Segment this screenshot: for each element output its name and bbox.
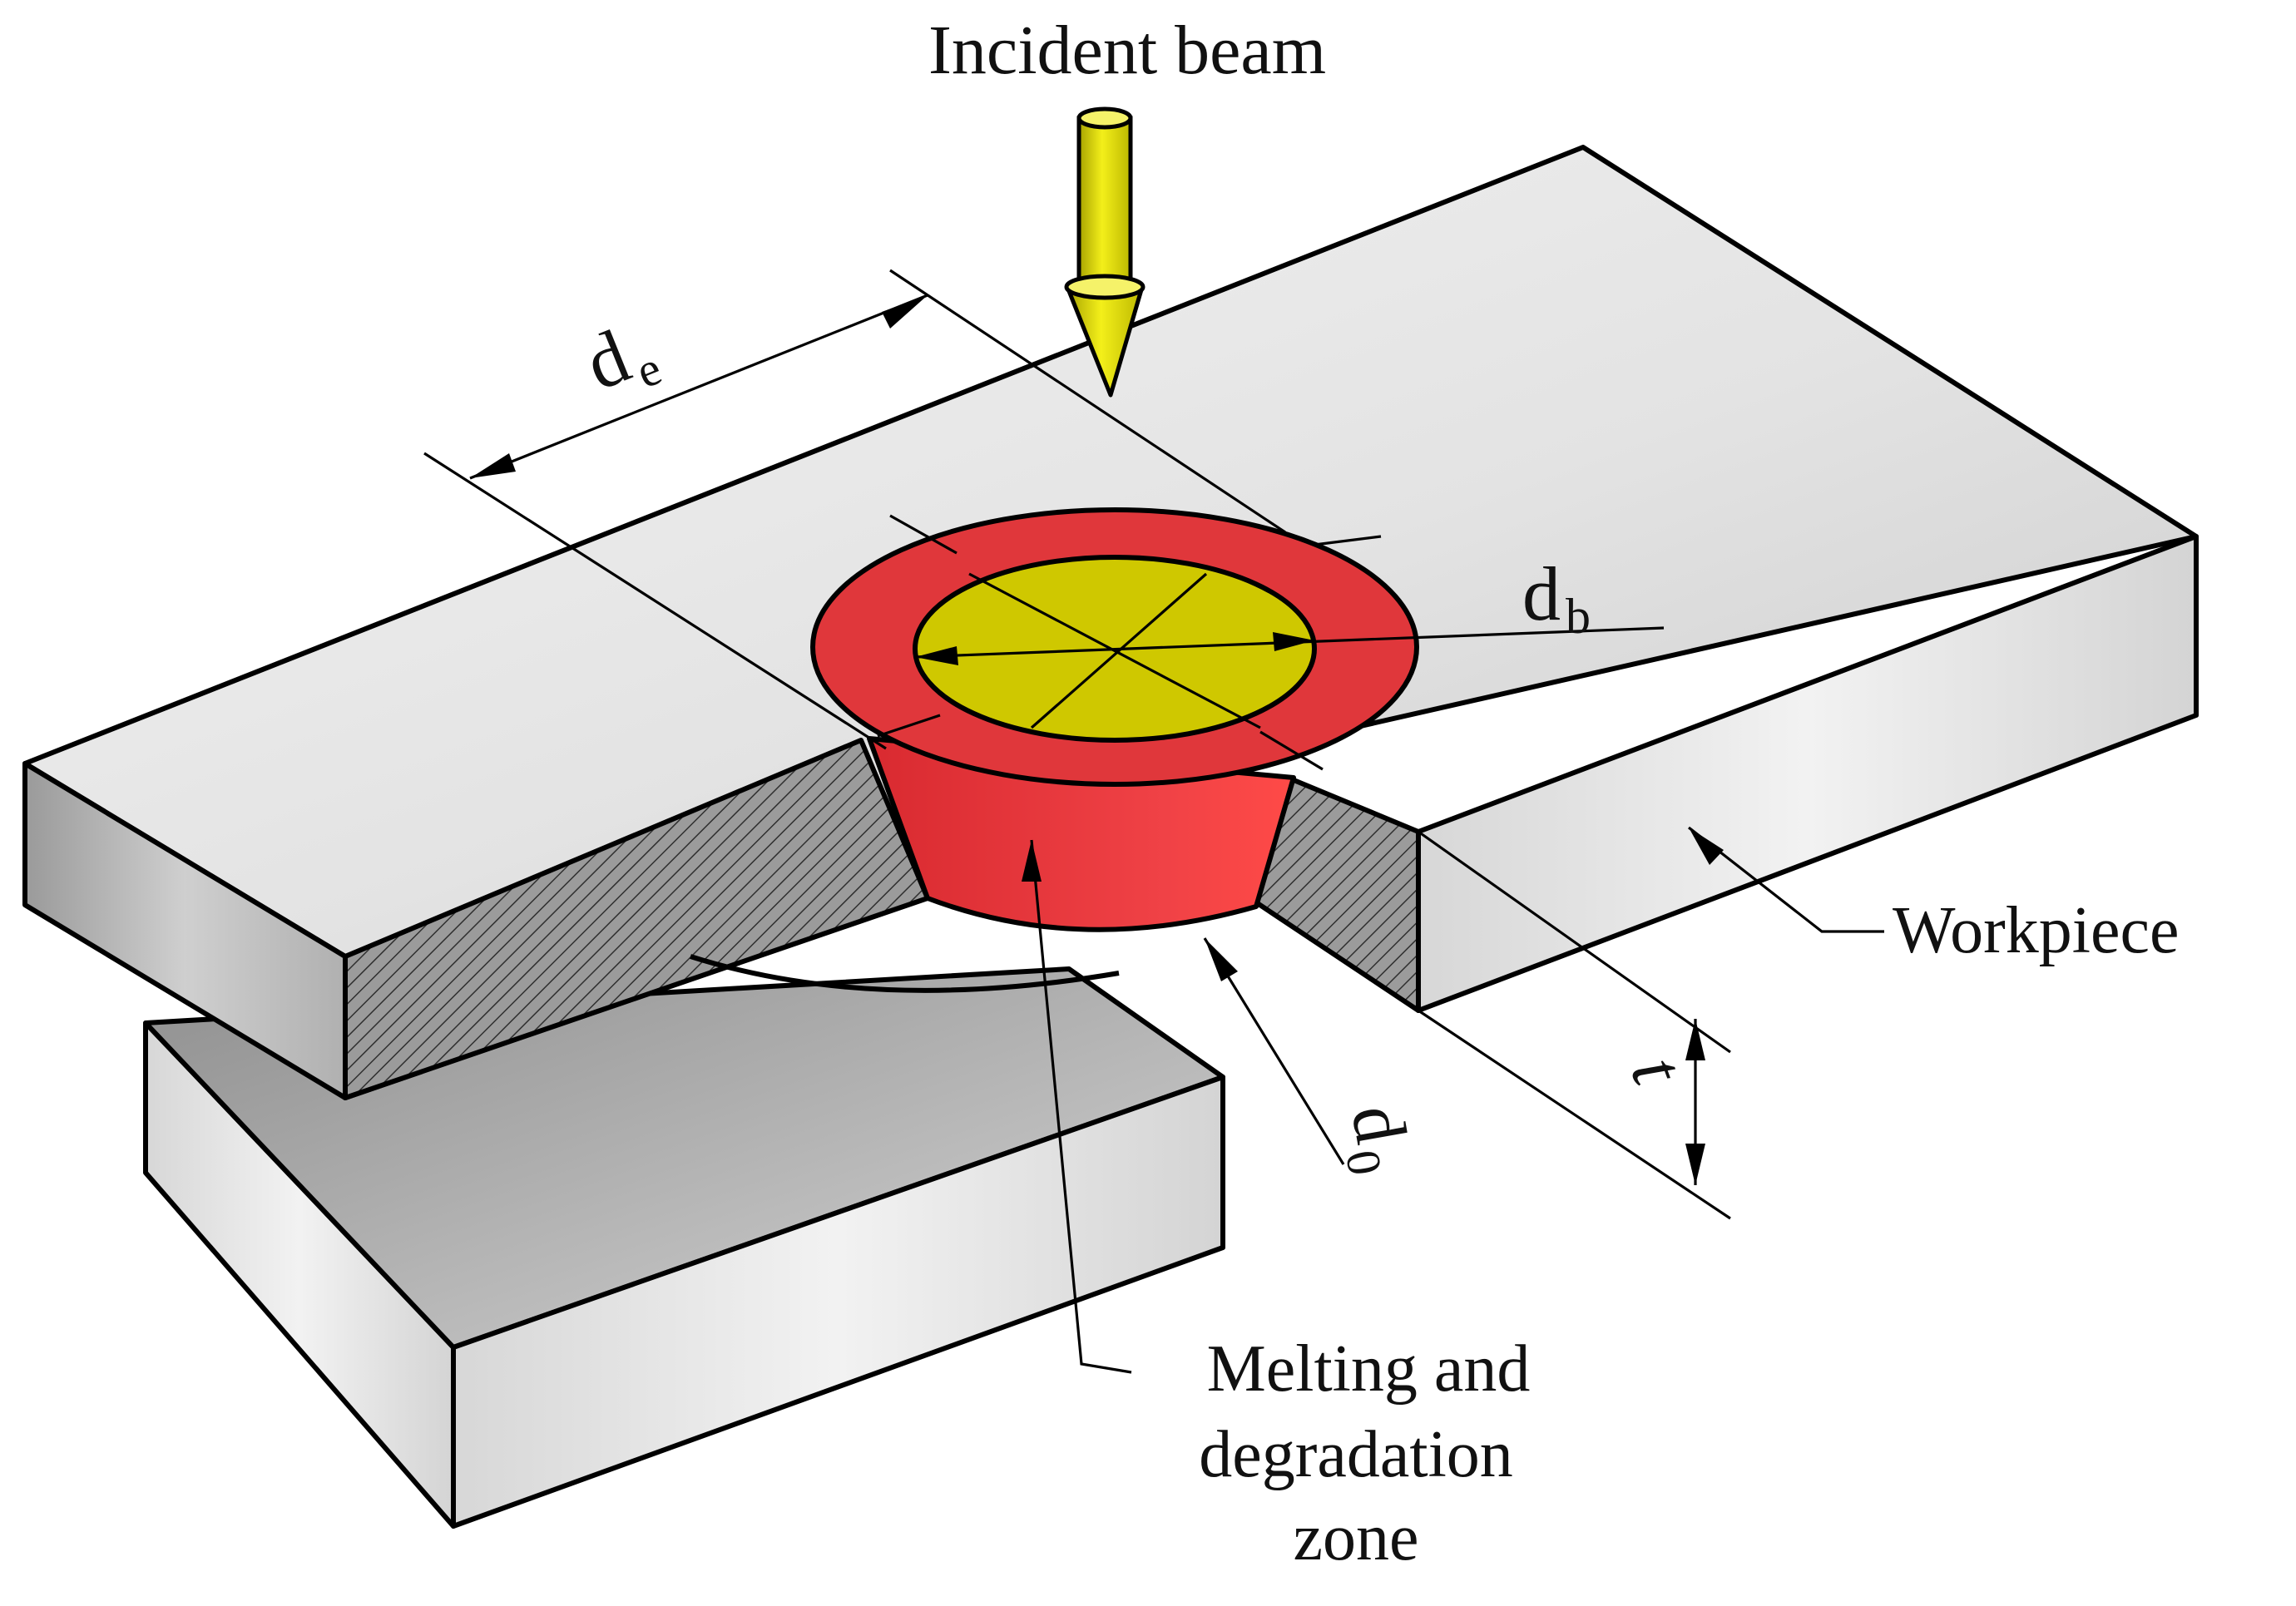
de-dimension [469, 294, 928, 480]
svg-text:d: d [1522, 551, 1561, 636]
cross-line-1 [968, 572, 1261, 729]
svg-text:d: d [1335, 1099, 1421, 1149]
svg-text:d: d [573, 314, 641, 407]
workpiece-label: Workpiece [1893, 894, 2180, 967]
lower-block-front-face [451, 1075, 1225, 1529]
zone-label-line3: zone [1293, 1501, 1418, 1574]
t-extension-top [1418, 830, 1731, 1054]
svg-text:b: b [1566, 589, 1591, 644]
cross-line-2 [1030, 572, 1208, 729]
t-extension-bottom [1418, 1009, 1731, 1220]
de-extension-left [423, 452, 887, 750]
zone-label-line2: degradation [1199, 1418, 1513, 1491]
de-label: d e [573, 314, 668, 407]
workpiece-leader [1688, 826, 1884, 933]
zone-label-line1: Melting and [1207, 1332, 1531, 1406]
de-extension-right [889, 269, 1286, 534]
incident-beam [1064, 106, 1146, 398]
svg-text:0: 0 [1335, 1146, 1393, 1179]
incident-beam-label: Incident beam [928, 12, 1326, 89]
t-label: t [1615, 1046, 1700, 1095]
zone-cone [867, 736, 1296, 932]
dimension-lines [423, 269, 1884, 1374]
melting-zone [810, 507, 1419, 932]
cut-arc [690, 954, 1120, 993]
d0-label: d 0 [1335, 1099, 1421, 1179]
zone-leader [1030, 839, 1132, 1374]
db-label: d b [1522, 551, 1591, 644]
svg-text:t: t [1615, 1046, 1700, 1095]
